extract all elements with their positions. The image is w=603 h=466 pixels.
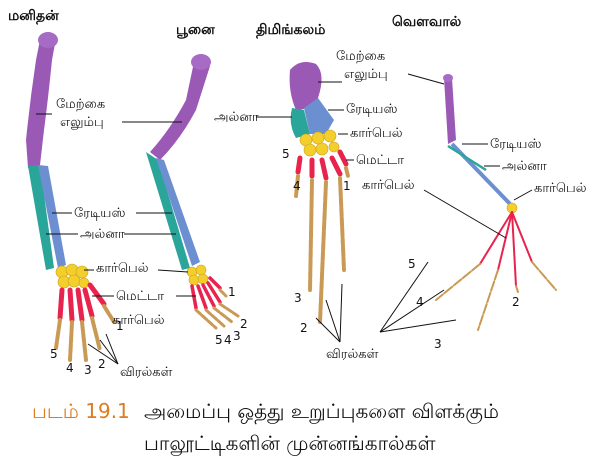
human-phalanges [54,304,116,362]
bat-lead-meta [423,189,507,239]
label-metacarpals: மெட்டா கார்பெல் [112,289,168,328]
bat-forelimb: வௌவால் 2 3 4 5 ரேடியஸ் அல்னா கார்பெல் [379,14,587,351]
bat-humerus-head [443,74,453,82]
bat-ulna [447,144,487,172]
title-cat: பூனை [176,22,215,38]
whale-label-humerus: மேற்கை எலும்பு [336,49,389,82]
human-digit-2: 2 [98,357,106,371]
cat-carpals [186,264,209,286]
bat-label-ulna: அல்னா [502,159,547,174]
caption-figure-number: படம் 19.1 [32,399,130,423]
human-cat-labels: மேற்கை எலும்பு ரேடியஸ் அல்னா கார்பெல் மெ… [36,97,196,380]
whale-label-meta-line2: கார்பெல் [362,178,415,193]
whale-label-metacarpals: மெட்டா கார்பெல் [356,153,415,193]
whale-digit-3: 3 [294,291,302,305]
cat-metacarpals [190,276,222,310]
label-metacarpals-line2: கார்பெல் [112,313,165,328]
whale-digit-1: 1 [343,179,351,193]
whale-lead-phal-2 [325,299,341,343]
title-whale: திமிங்கலம் [256,22,325,39]
title-bat: வௌவால் [392,14,462,30]
bat-digit-2: 2 [512,295,520,309]
bat-digit-4: 4 [416,295,424,309]
cat-humerus [150,58,210,160]
bat-lead-humerus [407,73,445,85]
lead-phal-1 [87,343,119,365]
whale-label-humerus-line2: எலும்பு [344,67,388,82]
human-digit-5: 5 [50,347,58,361]
human-humerus [26,33,56,168]
whale-carpals [299,129,340,157]
whale-ulna [290,108,310,138]
bat-lead-phal-1 [379,261,429,333]
label-metacarpals-line1: மெட்டா [116,289,164,304]
lead-carpals-cat [157,269,189,273]
label-carpals: கார்பெல் [96,261,149,276]
whale-label-radius: ரேடியஸ் [346,102,397,117]
bat-digit-3: 3 [434,337,442,351]
label-phalanges: விரல்கள் [120,365,173,380]
bat-lead-phal-2 [379,289,445,333]
cat-digit-3: 3 [233,329,241,343]
label-radius: ரேடியஸ் [74,206,125,221]
whale-metacarpals [295,149,349,181]
bat-phalanges [435,261,557,331]
whale-digit-5: 5 [282,147,290,161]
cat-humerus-head [191,54,211,70]
cat-radius [156,158,200,266]
whale-humerus [289,62,322,110]
cat-digit-2: 2 [240,317,248,331]
whale-label-humerus-line1: மேற்கை [336,49,385,64]
caption-line1: அமைப்பு ஒத்து உறுப்புகளை விளக்கும் [144,399,499,424]
human-carpals [55,263,90,289]
human-humerus-head [38,32,58,48]
cat-phalanges [194,288,240,330]
human-digit-4: 4 [66,361,74,375]
bat-metacarpals [479,211,533,287]
whale-label-meta-line1: மெட்டா [356,153,404,168]
human-digit-3: 3 [84,363,92,377]
whale-lead-phal-3 [339,283,343,343]
human-digit-1: 1 [116,319,124,333]
human-forelimb: மனிதன் 1 2 3 4 5 [8,8,124,377]
label-humerus-line2: எலும்பு [60,115,104,130]
whale-label-phalanges: விரல்கள் [326,347,379,362]
whale-phalanges [294,166,350,324]
cat-ulna [146,152,190,270]
label-ulna: அல்னா [80,227,125,242]
human-metacarpals [57,282,107,323]
human-ulna [28,165,54,270]
whale-lead-phal-1 [315,317,341,343]
bat-lead-phal-3 [379,319,457,333]
lead-phal-3 [105,333,119,365]
cat-digit-4: 4 [224,333,232,347]
whale-forelimb: திமிங்கலம் 1 2 3 4 5 மேற்கை எலும் [214,22,415,362]
bat-humerus [444,78,456,144]
cat-digit-1: 1 [228,285,236,299]
label-humerus-line1: மேற்கை [56,97,105,112]
title-human: மனிதன் [8,8,59,25]
figure-caption: படம் 19.1 அமைப்பு ஒத்து உறுப்புகளை விளக்… [32,399,499,456]
bat-digit-5: 5 [408,257,416,271]
lead-phal-2 [99,339,119,365]
whale-label-ulna: அல்னா [214,110,259,125]
caption-line2: பாலூட்டிகளின் முன்னங்கால்கள் [144,431,436,456]
bat-label-radius: ரேடியஸ் [490,137,541,152]
human-radius [38,165,66,268]
whale-label-carpals: கார்பெல் [350,126,403,141]
label-humerus: மேற்கை எலும்பு [56,97,109,130]
whale-digit-2: 2 [300,321,308,335]
whale-digit-4: 4 [293,179,301,193]
bat-label-carpals: கார்பெல் [534,181,587,196]
whale-radius [304,98,334,134]
bat-lead-carpals [513,189,533,201]
cat-digit-5: 5 [215,333,223,347]
cat-forelimb: பூனை 1 2 3 4 5 [146,22,248,347]
